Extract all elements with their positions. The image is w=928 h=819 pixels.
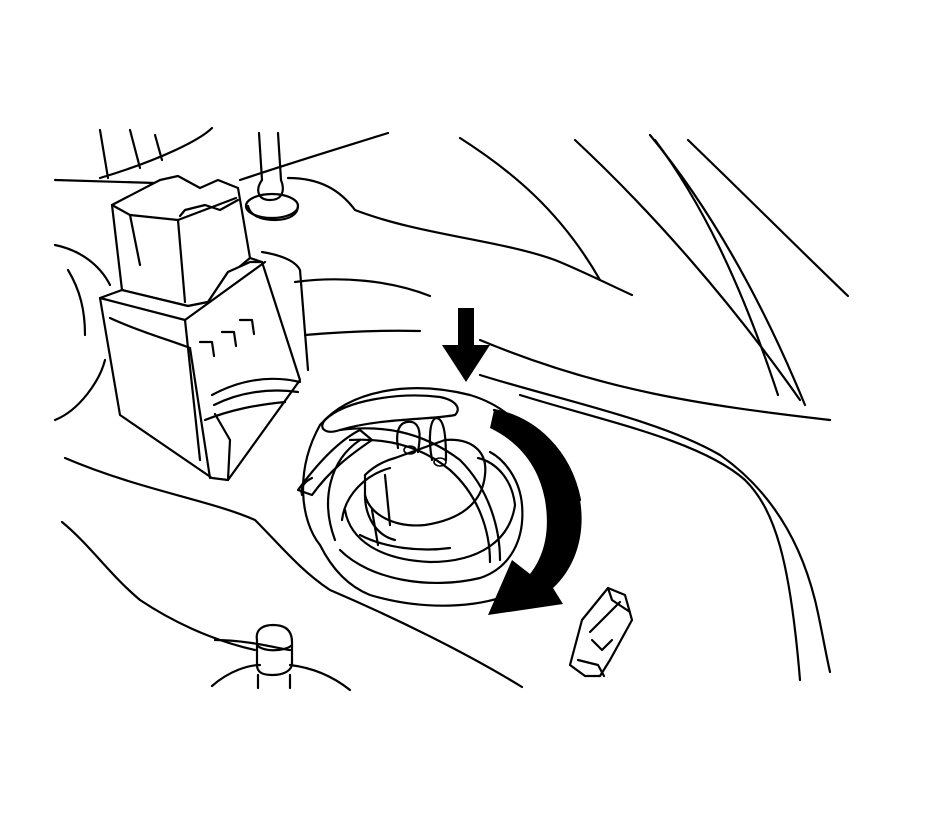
lower-stud [210,623,352,692]
rotation-arrow-icon [488,408,582,615]
upper-stud [244,131,300,222]
electrical-connector [98,174,310,482]
arrow-down-icon [442,308,490,382]
retaining-clip [568,586,634,678]
body-panel-lines [53,126,850,689]
